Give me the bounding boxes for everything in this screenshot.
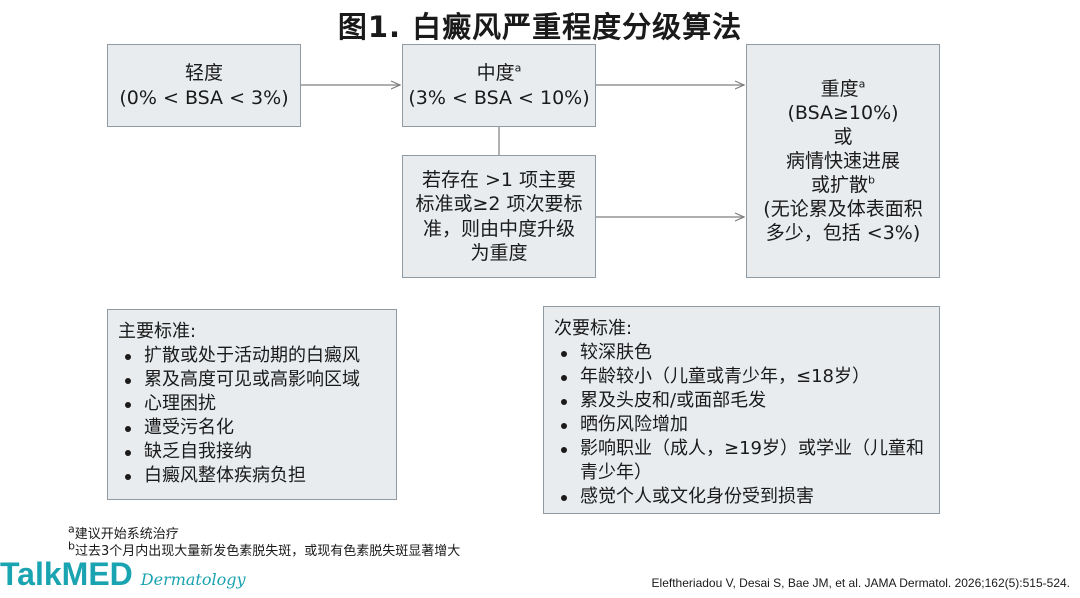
figure-title: 图1. 白癜风严重程度分级算法: [337, 10, 743, 44]
footnote-marker-b: b: [868, 173, 875, 187]
minor-criteria-item: 年龄较小（儿童或青少年，≤18岁）: [554, 365, 931, 389]
severe-note-line: 多少，包括 <3%): [765, 222, 921, 245]
severe-note-line: (无论累及体表面积: [763, 198, 923, 221]
minor-criteria-item: 感觉个人或文化身份受到损害: [554, 485, 931, 509]
moderate-label: 中度: [476, 61, 515, 84]
minor-criteria-item: 晒伤风险增加: [554, 413, 931, 437]
moderate-range: (3% < BSA < 10%): [408, 86, 590, 109]
severe-range: (BSA≥10%): [787, 101, 899, 124]
major-criteria-box: 主要标准: 扩散或处于活动期的白癜风 累及高度可见或高影响区域 心理困扰 遭受污…: [107, 309, 397, 500]
major-criteria-heading: 主要标准:: [118, 321, 197, 342]
citation: Eleftheriadou V, Desai S, Bae JM, et al.…: [651, 576, 1070, 590]
major-criteria-item: 心理困扰: [118, 392, 388, 416]
talkmed-logo: TalkMED Dermatology: [0, 556, 246, 593]
upgrade-box: 若存在 >1 项主要 标准或≥2 项次要标 准，则由中度升级 为重度: [402, 155, 596, 278]
footnote-a-marker: a: [68, 522, 75, 536]
major-criteria-item: 扩散或处于活动期的白癜风: [118, 344, 388, 368]
footnote-marker-a: a: [858, 77, 866, 91]
major-criteria-item: 累及高度可见或高影响区域: [118, 368, 388, 392]
footnote-a-text: 建议开始系统治疗: [74, 527, 179, 542]
severe-progression: 病情快速进展: [785, 149, 900, 172]
severe-spread: 或扩散: [811, 174, 869, 197]
mild-box: 轻度 (0% < BSA < 3%): [107, 44, 301, 127]
minor-criteria-item: 累及头皮和/或面部毛发: [554, 389, 931, 413]
footnote-b: b过去3个月内出现大量新发色素脱失斑，或现有色素脱失斑显著增大: [68, 540, 460, 559]
minor-criteria-heading: 次要标准:: [554, 318, 633, 339]
severe-box: 重度a (BSA≥10%) 或 病情快速进展 或扩散b (无论累及体表面积 多少…: [746, 44, 940, 278]
major-criteria-item: 白癜风整体疾病负担: [118, 464, 388, 488]
upgrade-text-line: 准，则由中度升级: [422, 217, 575, 240]
footnote-b-marker: b: [68, 539, 75, 553]
upgrade-text-line: 标准或≥2 项次要标: [415, 193, 583, 216]
moderate-box: 中度a (3% < BSA < 10%): [402, 44, 596, 127]
logo-subtitle: Dermatology: [140, 570, 246, 589]
major-criteria-item: 遭受污名化: [118, 416, 388, 440]
mild-label: 轻度: [184, 61, 223, 84]
logo-wordmark: TalkMED: [0, 556, 133, 592]
upgrade-text-line: 为重度: [470, 241, 528, 264]
minor-criteria-item: 影响职业（成人，≥19岁）或学业（儿童和青少年）: [554, 437, 931, 485]
footnote-a: a建议开始系统治疗: [68, 523, 179, 542]
severe-or: 或: [833, 125, 853, 148]
footnote-marker-a: a: [514, 61, 522, 75]
minor-criteria-item: 较深肤色: [554, 341, 931, 365]
upgrade-text-line: 若存在 >1 项主要: [421, 169, 577, 192]
major-criteria-item: 缺乏自我接纳: [118, 440, 388, 464]
footnote-b-text: 过去3个月内出现大量新发色素脱失斑，或现有色素脱失斑显著增大: [74, 544, 461, 559]
mild-range: (0% < BSA < 3%): [119, 86, 289, 109]
severe-label: 重度: [820, 77, 859, 100]
minor-criteria-box: 次要标准: 较深肤色 年龄较小（儿童或青少年，≤18岁） 累及头皮和/或面部毛发…: [543, 306, 940, 514]
